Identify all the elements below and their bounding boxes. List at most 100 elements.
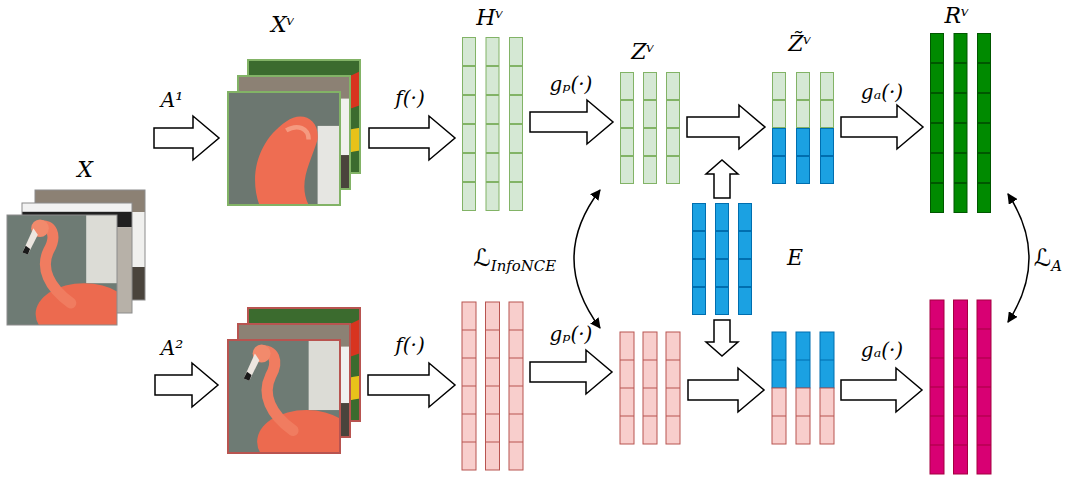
image-photo xyxy=(228,92,340,205)
feature-cell xyxy=(693,204,706,231)
feature-cell xyxy=(510,125,523,153)
feature-cell xyxy=(463,125,476,153)
feature-cell xyxy=(510,67,523,95)
feature-cell xyxy=(739,260,752,287)
text-part: ℒ xyxy=(1034,244,1051,272)
loss-arrow xyxy=(574,190,600,328)
feature-cell xyxy=(621,73,634,100)
math-symbol: E xyxy=(787,247,803,269)
augmentation-label: A² xyxy=(161,338,183,358)
input-image-stack: X xyxy=(5,100,147,400)
math-symbol: Zᵛ xyxy=(631,41,654,63)
image-border xyxy=(228,92,340,205)
node-shape xyxy=(5,100,147,400)
block-arrow xyxy=(530,100,613,144)
feature-cell xyxy=(510,96,523,124)
feature-cell xyxy=(486,125,499,153)
feature-cell xyxy=(644,157,657,184)
node-shape xyxy=(226,58,362,207)
feature-cell xyxy=(693,288,706,315)
feature-cell xyxy=(716,260,729,287)
feature-cell xyxy=(667,157,680,184)
math-symbol: Xᵛ xyxy=(271,14,295,36)
math-symbol: Hᵛ xyxy=(476,7,503,29)
feature-cell xyxy=(644,129,657,156)
feature-cell xyxy=(931,34,944,63)
feature-cell xyxy=(486,183,499,211)
feature-cell xyxy=(978,34,991,63)
block-arrow xyxy=(155,363,218,407)
feature-cell xyxy=(954,64,967,93)
feature-cell xyxy=(954,184,967,213)
image-photo xyxy=(228,340,356,473)
feature-cell xyxy=(739,288,752,315)
feature-cell xyxy=(510,38,523,66)
feature-cell xyxy=(510,154,523,182)
feature-cell xyxy=(463,96,476,124)
block-arrow xyxy=(706,320,738,356)
feature-cell xyxy=(773,129,786,156)
operation-label: gₚ(·) xyxy=(550,74,593,94)
feature-cell xyxy=(978,64,991,93)
loss-arrow xyxy=(1008,194,1029,322)
feature-cell xyxy=(667,73,680,100)
feature-cell xyxy=(978,124,991,153)
feature-cell xyxy=(931,124,944,153)
feature-cell xyxy=(978,94,991,123)
feature-cell xyxy=(821,73,834,100)
feature-cell xyxy=(716,232,729,259)
text-subscript: InfoNCE xyxy=(491,257,556,275)
feature-cell xyxy=(463,67,476,95)
projection-matrix: Zᵛ xyxy=(620,72,680,184)
cell-divider xyxy=(620,360,680,416)
feature-cell xyxy=(821,129,834,156)
feature-cell xyxy=(486,38,499,66)
image-border xyxy=(228,340,340,453)
feature-cell xyxy=(978,154,991,183)
node-shape xyxy=(462,37,523,211)
encoder-label: f(·) xyxy=(395,335,424,355)
feature-cell xyxy=(931,154,944,183)
cell-divider xyxy=(462,330,523,442)
feature-cell xyxy=(821,101,834,128)
block-arrow xyxy=(841,368,922,412)
feature-matrix xyxy=(462,302,523,470)
feature-cell xyxy=(486,154,499,182)
feature-cell xyxy=(463,38,476,66)
feature-cell xyxy=(773,101,786,128)
feature-cell xyxy=(773,157,786,184)
augmented-image-stack xyxy=(228,308,360,473)
feature-cell xyxy=(931,94,944,123)
node-shape xyxy=(620,72,680,184)
feature-cell xyxy=(644,101,657,128)
feature-cell xyxy=(667,129,680,156)
math-symbol: Rᵛ xyxy=(945,5,970,27)
text-subscript: A xyxy=(1051,257,1062,275)
feature-matrix xyxy=(772,332,834,444)
feature-cell xyxy=(739,232,752,259)
feature-cell xyxy=(667,101,680,128)
feature-cell xyxy=(693,260,706,287)
feature-cell xyxy=(693,232,706,259)
cell-divider xyxy=(772,416,834,417)
feature-cell xyxy=(621,129,634,156)
augmented-embedding-matrix: Z̃ᵛ xyxy=(772,72,834,184)
feature-cell xyxy=(797,157,810,184)
feature-cell xyxy=(463,154,476,182)
operation-label: gₐ(·) xyxy=(861,82,903,102)
feature-matrix: Hᵛ xyxy=(462,37,523,211)
feature-cell xyxy=(463,183,476,211)
feature-cell xyxy=(486,67,499,95)
cell-divider xyxy=(930,329,991,445)
feature-cell xyxy=(954,154,967,183)
feature-cell xyxy=(644,73,657,100)
block-arrow xyxy=(688,368,764,412)
block-arrow xyxy=(368,363,455,407)
feature-cell xyxy=(954,94,967,123)
decoder-label: gₐ(·) xyxy=(861,340,903,360)
embedding-matrix: E xyxy=(692,203,752,315)
projector-label: gₚ(·) xyxy=(550,324,593,344)
